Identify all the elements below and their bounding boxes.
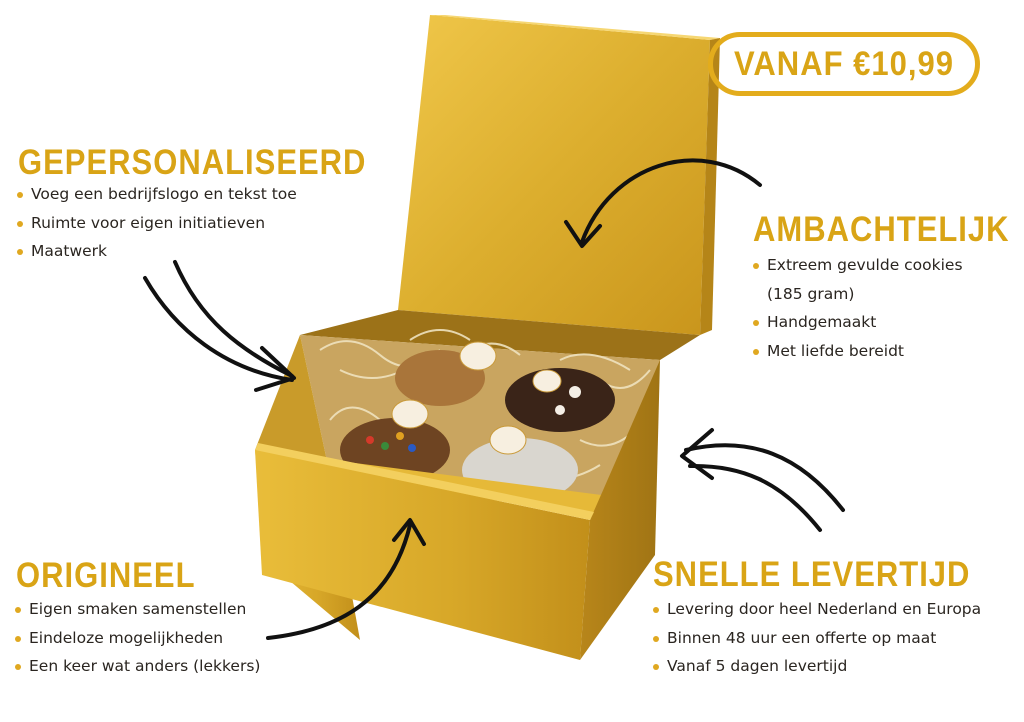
fast-delivery-list: Levering door heel Nederland en Europa B… [652, 595, 981, 681]
personalized-heading: GEPERSONALISEERD [18, 141, 367, 182]
personalized-list: Voeg een bedrijfslogo en tekst toe Ruimt… [16, 180, 297, 266]
list-item: (185 gram) [767, 284, 855, 303]
box-body [255, 335, 660, 660]
list-item: Voeg een bedrijfslogo en tekst toe [16, 180, 297, 209]
price-label: VANAF €10,99 [734, 44, 954, 83]
list-item: Ruimte voor eigen initiatieven [16, 209, 297, 238]
fast-delivery-heading: SNELLE LEVERTIJD [653, 553, 971, 594]
list-item: Met liefde bereidt [752, 337, 963, 366]
list-item: Binnen 48 uur een offerte op maat [652, 624, 981, 653]
original-list: Eigen smaken samenstellen Eindeloze moge… [14, 595, 260, 681]
curved-arrow-icon [143, 260, 296, 392]
artisanal-list: Extreem gevulde cookies (185 gram) Handg… [752, 251, 963, 365]
artisanal-heading: AMBACHTELIJK [753, 208, 1010, 249]
list-item: Een keer wat anders (lekkers) [14, 652, 260, 681]
list-item: Maatwerk [16, 237, 297, 266]
list-item: Eindeloze mogelijkheden [14, 624, 260, 653]
price-badge: VANAF €10,99 [708, 32, 980, 96]
box-lid [398, 15, 720, 335]
curved-arrow-icon [680, 428, 845, 532]
curved-arrow-icon [266, 518, 426, 640]
curved-arrow-icon [564, 158, 762, 248]
list-item: Eigen smaken samenstellen [14, 595, 260, 624]
original-heading: ORIGINEEL [16, 554, 196, 595]
box-contents [300, 329, 660, 502]
list-item: Vanaf 5 dagen levertijd [652, 652, 981, 681]
list-item: Levering door heel Nederland en Europa [652, 595, 981, 624]
list-item: Extreem gevulde cookies [752, 251, 963, 280]
list-item: Handgemaakt [752, 308, 963, 337]
